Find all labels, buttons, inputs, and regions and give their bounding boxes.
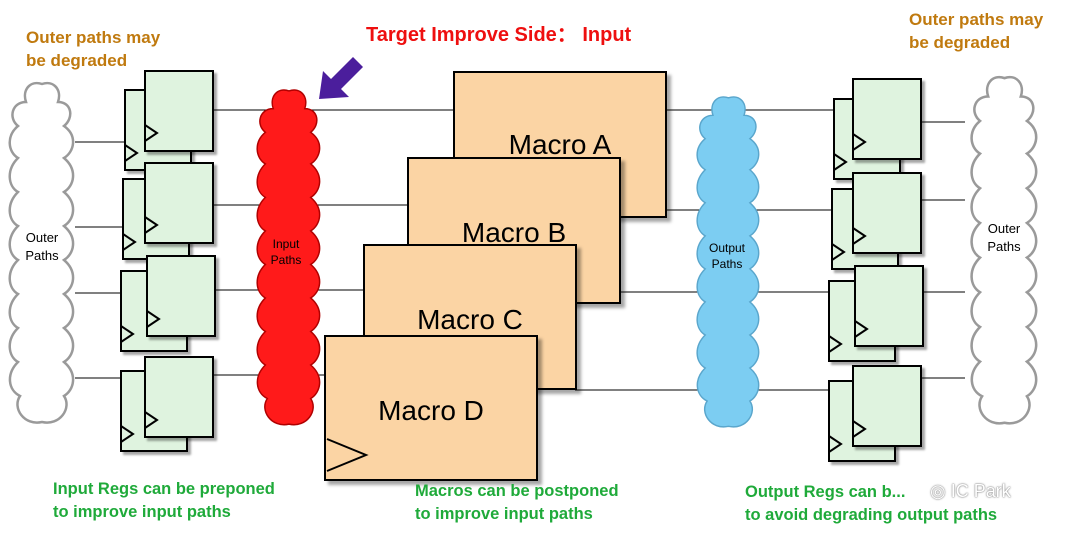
macro-b-label: Macro B <box>461 217 567 248</box>
target-arrow-icon <box>319 57 363 99</box>
output-paths-cloud <box>696 96 760 428</box>
watermark-text: IC Park <box>950 481 1011 501</box>
output-register-4 <box>852 365 922 447</box>
macro-d: Macro D <box>324 335 538 481</box>
output-regs-note: Output Regs can b...to avoid degrading o… <box>745 483 998 524</box>
outer-paths-cloud-right <box>970 75 1038 425</box>
macro-a-label: Macro A <box>508 129 612 160</box>
target-improve-title: Target Improve Side： Input <box>366 24 632 46</box>
watermark-logo-icon: ◎ <box>930 481 951 501</box>
macro-c-label: Macro C <box>417 304 523 335</box>
output-register-2 <box>852 172 922 254</box>
input-register-2 <box>144 162 214 244</box>
outer-paths-cloud-left <box>8 81 75 424</box>
input-register-3 <box>146 255 216 337</box>
output-register-1 <box>852 78 922 160</box>
input-register-1 <box>144 70 214 152</box>
output-register-3 <box>854 265 924 347</box>
macro-d-label: Macro D <box>378 395 484 426</box>
watermark: ◎ IC Park <box>930 481 1011 502</box>
macro-d-clock-icon <box>326 438 369 472</box>
input-paths-cloud <box>256 89 321 426</box>
input-register-4 <box>144 356 214 438</box>
